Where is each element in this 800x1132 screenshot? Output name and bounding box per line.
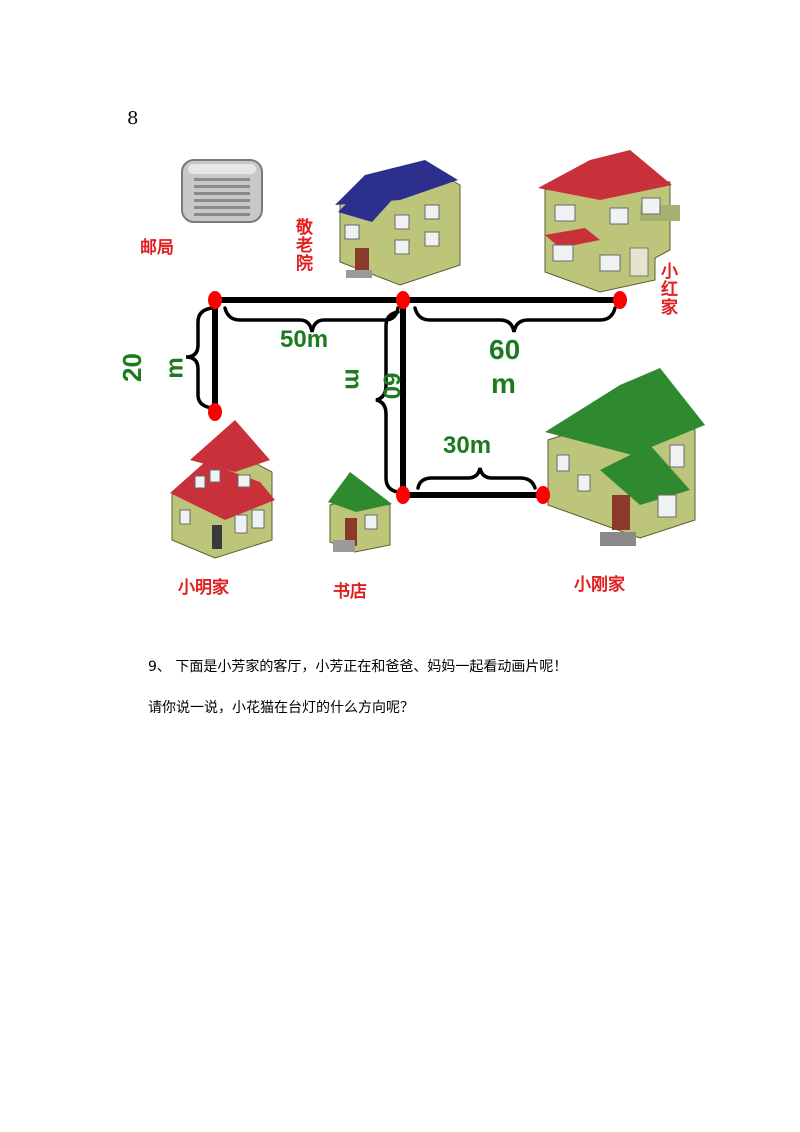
- post-office-building: [181, 159, 263, 223]
- brace-20m: [185, 306, 214, 410]
- question-9-line1: 9、 下面是小芳家的客厅，小芳正在和爸爸、妈妈一起看动画片呢！: [148, 659, 568, 675]
- node-bookstore: [396, 486, 410, 504]
- page-number: 8: [127, 108, 139, 129]
- xiaogang-home-building: [545, 368, 705, 546]
- brace-60m: [413, 306, 617, 333]
- node-xiaoming: [208, 403, 222, 421]
- label-xiaoming-home: 小明家: [178, 578, 229, 598]
- node-elder-home: [396, 291, 410, 309]
- brace-50m: [223, 306, 400, 333]
- label-xiaohong-home: 小红家: [657, 262, 677, 316]
- xiaoming-home-building: [170, 420, 275, 559]
- braces: [185, 306, 617, 494]
- label-post-office: 邮局: [140, 238, 174, 258]
- node-xiaogang: [536, 486, 550, 504]
- distance-60m-unit: m: [491, 368, 516, 399]
- route-map: [170, 150, 705, 559]
- label-bookstore: 书店: [333, 582, 367, 602]
- bookstore-building: [328, 472, 392, 553]
- distance-60-vertical-number: 60: [377, 372, 405, 400]
- distance-60-vertical-unit: m: [339, 368, 367, 390]
- distance-20-number: 20: [116, 353, 147, 382]
- node-post-office: [208, 291, 222, 309]
- label-elder-home: 敬老院: [292, 218, 312, 272]
- distance-30m: 30m: [443, 432, 492, 459]
- distance-60m-number: 60: [489, 334, 521, 365]
- roads: [212, 297, 623, 498]
- nodes: [208, 291, 627, 504]
- xiaohong-home-building: [538, 150, 680, 293]
- label-xiaogang-home: 小刚家: [574, 575, 625, 595]
- elder-home-building: [335, 160, 461, 286]
- question-9-line2: 请你说一说，小花猫在台灯的什么方向呢？: [148, 700, 414, 716]
- distance-20-unit: m: [161, 357, 189, 379]
- brace-60m-vertical: [375, 310, 400, 494]
- brace-30m: [416, 467, 537, 490]
- node-xiaohong: [613, 291, 627, 309]
- distance-50m: 50m: [280, 326, 329, 353]
